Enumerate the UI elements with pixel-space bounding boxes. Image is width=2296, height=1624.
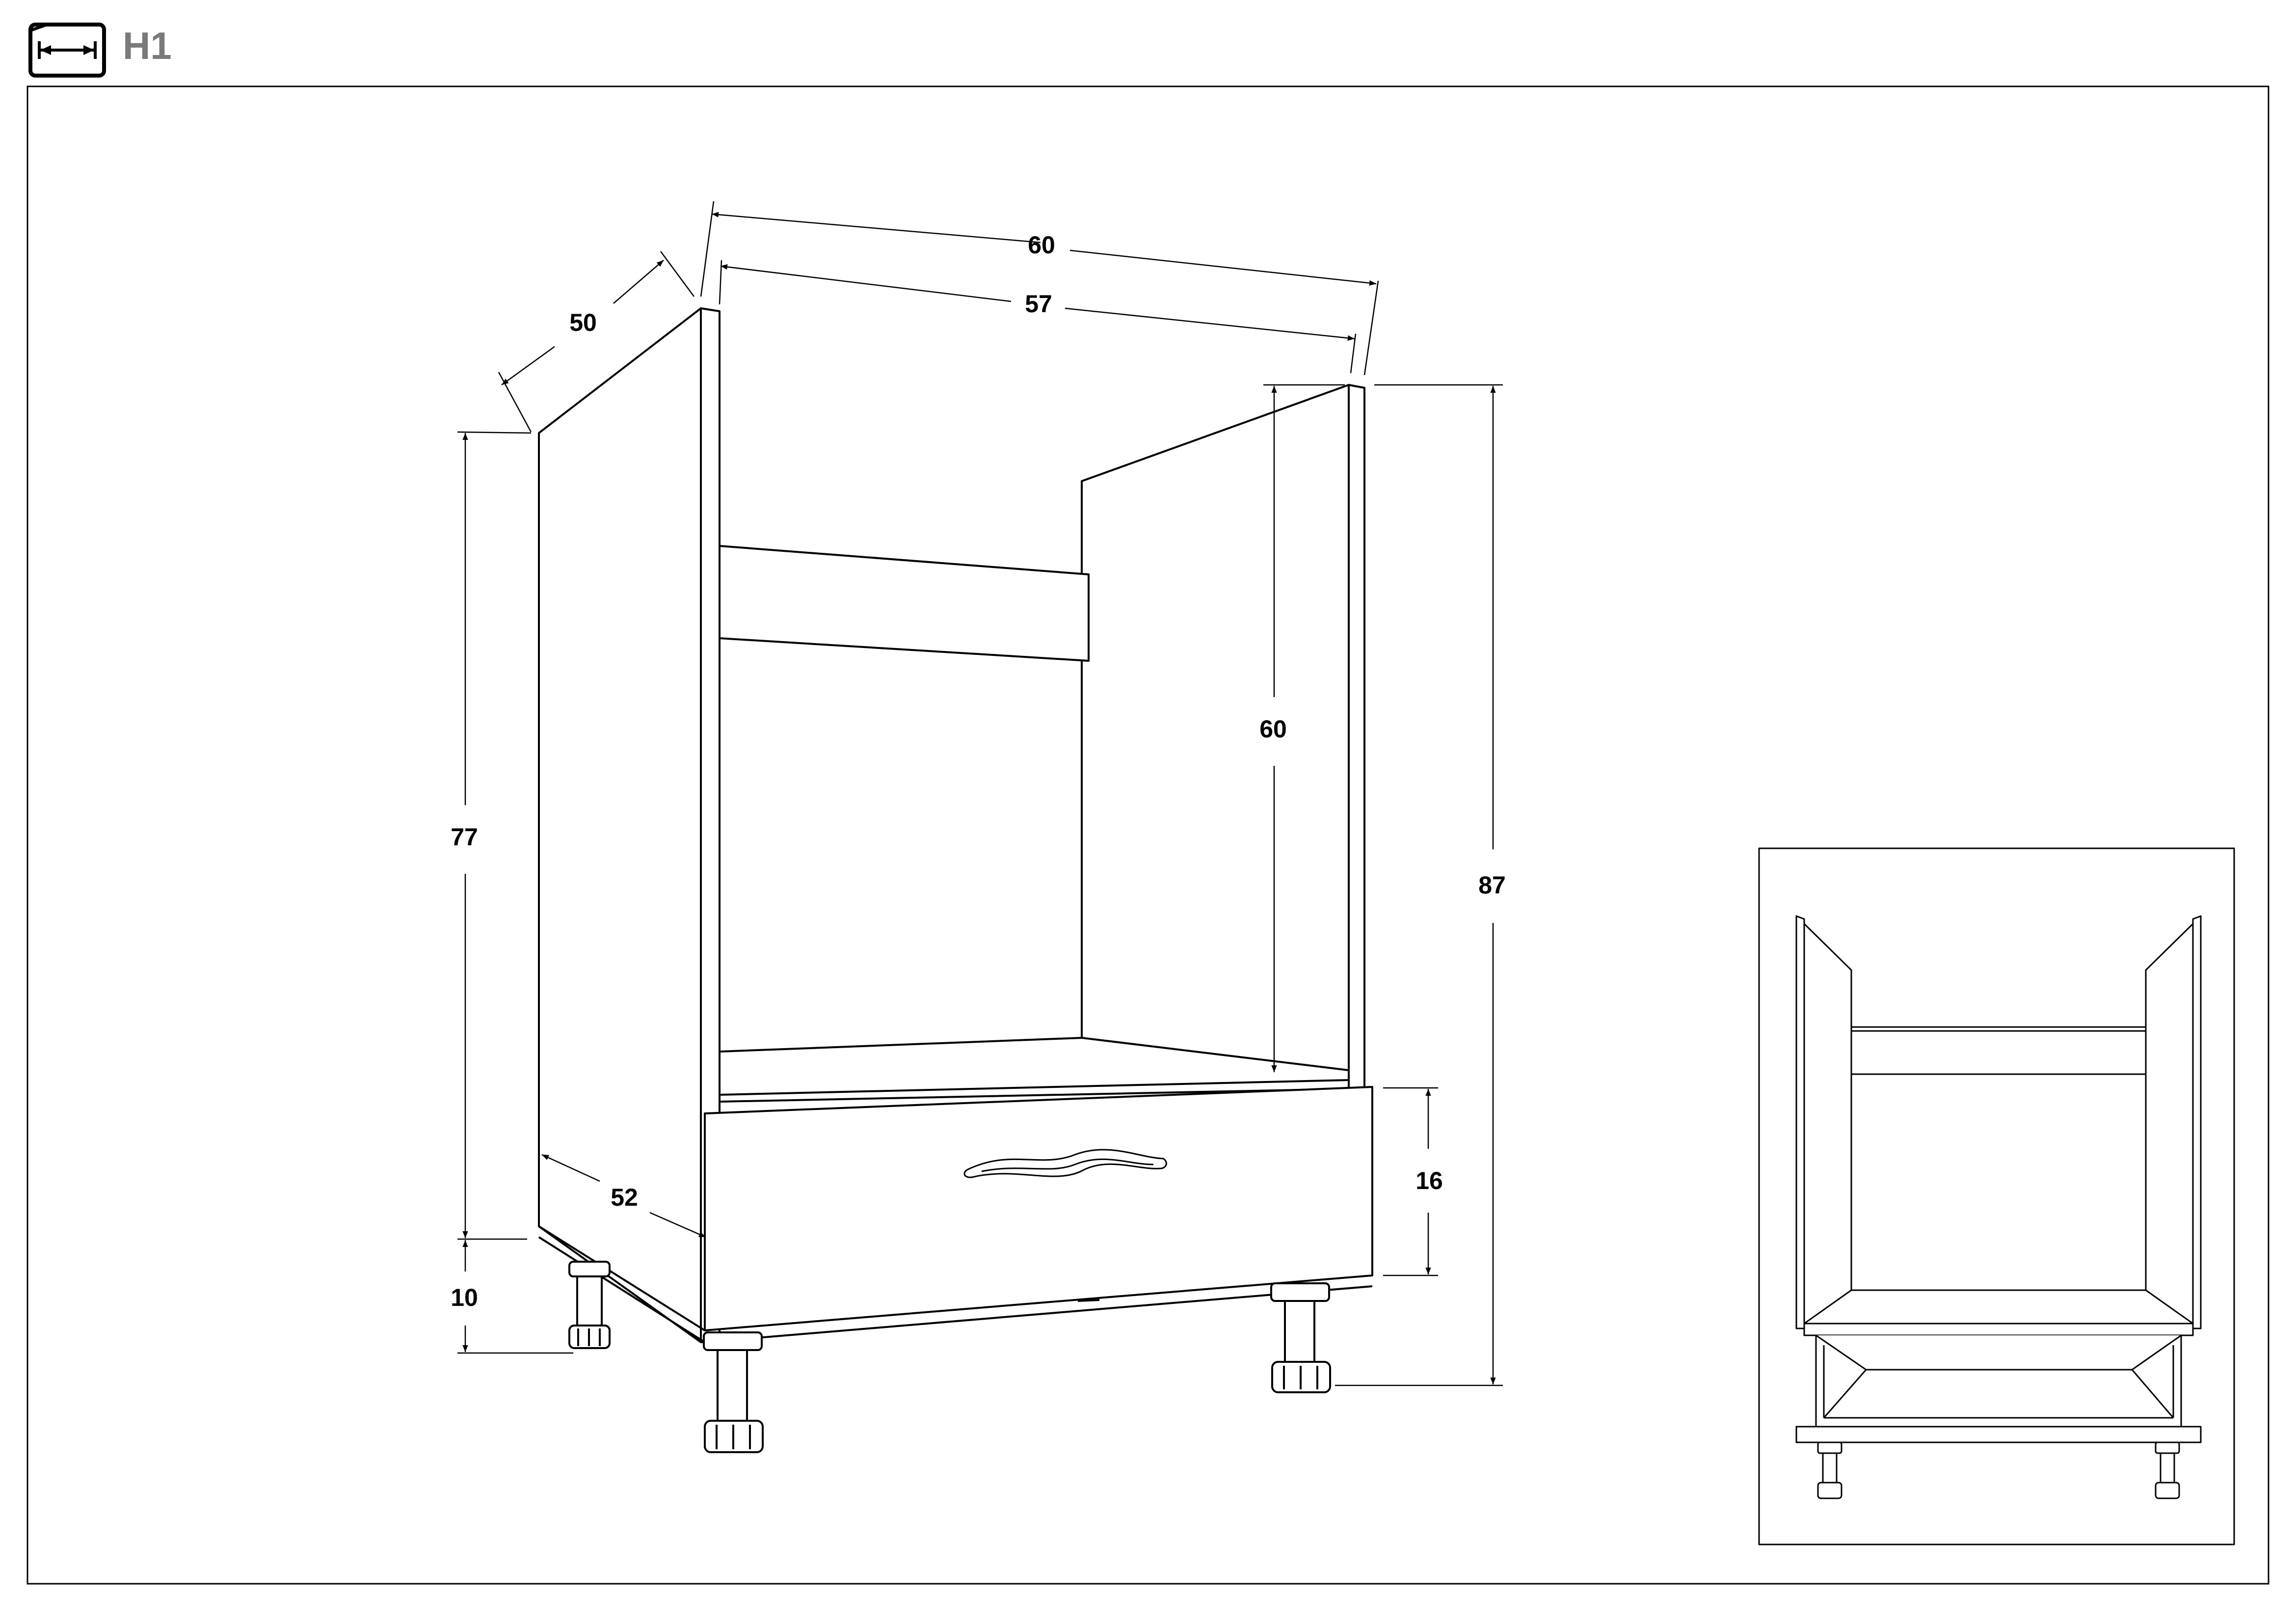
leg-front-left xyxy=(703,1331,764,1453)
right-side-panel xyxy=(1081,384,1350,1090)
leg-front-right xyxy=(1270,1282,1331,1393)
width-dimension-icon xyxy=(28,23,106,78)
cabinet-legs xyxy=(568,1261,1331,1453)
drawer-handle xyxy=(963,1149,1167,1178)
label-total-width: 60 xyxy=(1028,231,1055,259)
label-bottom-depth: 52 xyxy=(611,1184,638,1211)
page-title: H1 xyxy=(123,24,172,67)
label-total-height: 87 xyxy=(1478,871,1506,899)
label-body-height: 77 xyxy=(451,823,478,851)
cabinet-main-view xyxy=(538,307,1373,1343)
leg-back-left xyxy=(568,1261,611,1349)
inset-front-view xyxy=(1758,847,2235,1545)
label-oven-niche-height: 60 xyxy=(1259,715,1287,743)
dimension-labels: 60 57 50 77 10 60 16 87 52 xyxy=(451,231,1506,1311)
inset-legs xyxy=(1817,1441,2180,1499)
label-drawer-height: 16 xyxy=(1415,1167,1443,1194)
drawing-frame xyxy=(27,85,2269,1585)
label-side-depth: 50 xyxy=(569,309,597,336)
oven-shelf xyxy=(719,1037,1350,1103)
inset-frame xyxy=(1758,847,2235,1545)
right-front-edge xyxy=(1348,384,1365,1090)
label-inner-width: 57 xyxy=(1025,290,1052,318)
dimension-lines xyxy=(457,201,1503,1386)
drawer-front xyxy=(704,1086,1373,1331)
cabinet-bottom xyxy=(538,1225,1373,1343)
top-rail xyxy=(719,545,1090,662)
label-leg-height: 10 xyxy=(451,1284,478,1311)
